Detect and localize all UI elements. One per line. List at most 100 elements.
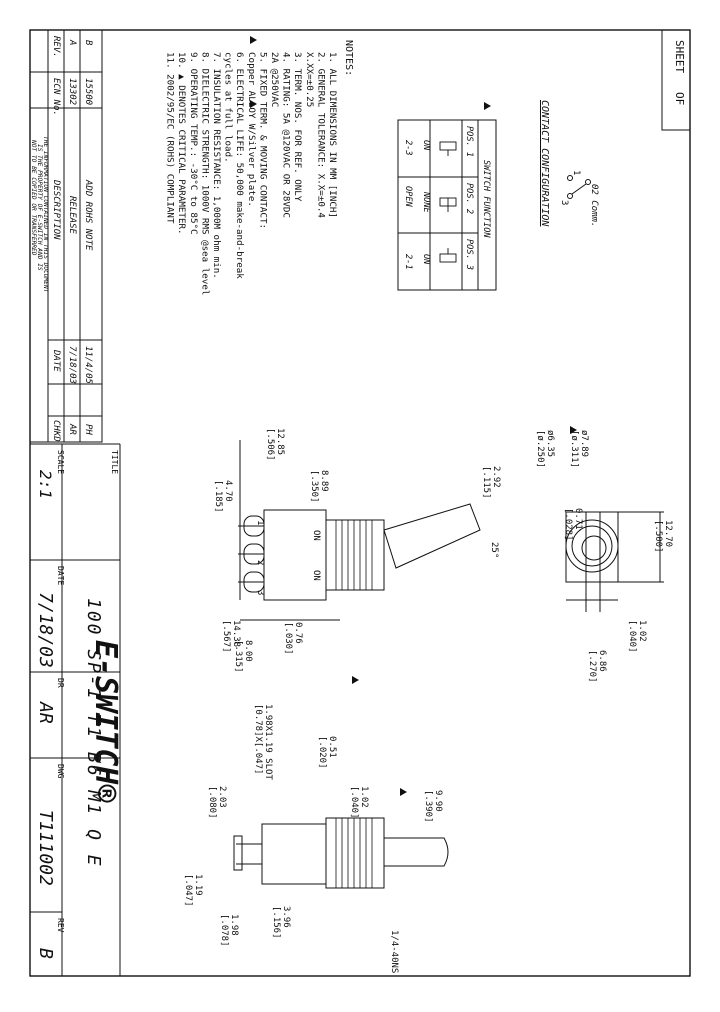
end-dimension-16: 1/4-40NS [389, 930, 399, 973]
dr-value: AR [35, 701, 56, 724]
ecn-header: ECN No. [51, 78, 61, 116]
side-dimension-3: 12.85 [275, 428, 285, 455]
pos1-state: ON [421, 140, 431, 151]
scale-value: 2:1 [36, 470, 55, 499]
end-dimension-13: [.078] [219, 914, 229, 947]
side-dimension-10: [.030] [283, 622, 293, 655]
pos3-state: ON [421, 254, 431, 265]
term-1-label: 1 [571, 170, 581, 175]
end-dimension-9: [.080] [207, 786, 217, 819]
note-line-7: 5. FIXED TERM. & MOVING CONTACT: [257, 52, 268, 229]
dwg-label: DWG [56, 764, 65, 779]
side-dimension-13: 8.00 [243, 640, 253, 662]
date-header: DATE [51, 349, 61, 372]
side-dimension-1: [.115] [481, 466, 491, 499]
front-dimension-7: [.028] [563, 508, 573, 541]
side-dimension-12: [.567] [221, 620, 231, 653]
note-line-8: Copper ALLOY W/Silver plate. [246, 52, 257, 207]
note-line-1: 1. ALL DIMENSIONS IN MM [INCH] [327, 52, 338, 218]
end-dimension-8: 2.03 [217, 786, 227, 808]
sheet-of-label: OF [673, 92, 686, 105]
scale-label: SCALE [56, 450, 65, 474]
rev-row-a-rev: A [67, 39, 77, 45]
note-line-14: 10. ▲ DENOTES CRITICAL PARAMETER. [176, 52, 187, 235]
date-label: DATE [56, 566, 65, 585]
dwg-value: T111002 [35, 810, 56, 886]
note-line-3: X.XX=±0.25 [304, 52, 315, 107]
date-value: 7/18/03 [35, 592, 56, 668]
end-dimension-4: 1.02 [359, 786, 369, 808]
side-dimension-19: 3 [255, 590, 265, 595]
note-line-9: 6. ELECTRICAL LIFE: 50,000 make-and-brea… [234, 52, 245, 279]
critical-marker-icon [250, 100, 257, 108]
svg-text:E-SWITCH®: E-SWITCH® [88, 640, 123, 803]
end-dimension-10: 1.19 [193, 874, 203, 896]
term-3-label: 3 [559, 200, 569, 205]
chkd-header: CHKD [51, 420, 61, 442]
end-dimension-3: [.020] [317, 736, 327, 769]
note-line-2: 2. GENERAL TOLERANCE: X.X=±0.4 [315, 52, 326, 218]
end-dimension-5: [.040] [349, 786, 359, 819]
pos1-terms: 2-3 [403, 140, 413, 156]
end-dimension-0: 9.90 [433, 790, 443, 812]
front-dimension-1: [.500] [653, 520, 663, 553]
side-dimension-2: 25° [489, 542, 499, 558]
title-label: TITLE [110, 450, 119, 474]
rev-row-b-desc: ADD ROHS NOTE [83, 179, 93, 251]
rev-row-a-date: 7/18/03 [67, 346, 77, 384]
rev-row-b-chkd: PH [83, 424, 93, 435]
comm-label: 02 Comm. [589, 184, 599, 227]
disclaimer-line-1: THE INFORMATION CONTAINED IN THIS DOCUME… [42, 136, 49, 294]
front-dimension-2: 1.02 [637, 620, 647, 642]
rev-row-b-rev: B [83, 40, 93, 46]
sheet-label-group: SHEET OF [673, 40, 686, 105]
sheet-border [29, 29, 691, 977]
side-dimension-14: [.315] [233, 640, 243, 673]
pos2-header: POS. 2 [464, 183, 474, 214]
end-dimension-15: [.156] [271, 906, 281, 939]
front-dimension-3: [.040] [627, 620, 637, 653]
note-line-13: 9. OPERATING TEMP.: -30°C to 85°C [188, 52, 199, 235]
rev-header: REV. [51, 36, 61, 58]
end-dimension-2: 0.51 [327, 736, 337, 758]
end-dimension-1: [.390] [423, 790, 433, 823]
side-dimension-5: 8.89 [319, 470, 329, 492]
end-dimension-11: [.047] [183, 874, 193, 907]
side-dimension-11: 14.38 [231, 620, 241, 647]
rev-row-a-ecn: 13302 [67, 78, 77, 105]
side-dimension-6: [.350] [309, 470, 319, 503]
end-dimension-7: [0.78]X[.047] [253, 704, 263, 774]
end-view-drawing [233, 817, 449, 889]
front-dimension-0: 12.70 [663, 520, 673, 547]
pos2-state: NONE [421, 191, 431, 214]
front-view-drawing [565, 511, 664, 612]
side-dimension-0: 2.92 [491, 466, 501, 488]
side-dimension-15: ON [311, 530, 321, 541]
front-dimension-6: 0.71 [573, 508, 583, 530]
disclaimer-line-3: NOT TO BE COPIED OR TRANSFERRED [30, 139, 37, 256]
rev-row-b-date: 11/4/05 [83, 346, 93, 384]
pos2-terms: OPEN [403, 186, 413, 208]
end-dimension-6: 1.98X1.19 SLOT [263, 704, 273, 780]
note-line-10: cycles at full load. [223, 52, 234, 163]
sheet-label: SHEET [673, 40, 686, 73]
contact-config-title: CONTACT CONFIGURATION [539, 100, 550, 227]
end-dimension-12: 1.98 [229, 914, 239, 936]
part-number-title: 100 SP-1 T1 B6 M1 Q E [83, 598, 104, 868]
note-line-6: 2A @250VAC [269, 52, 280, 107]
switch-function-header: SWITCH FUNCTION [481, 160, 491, 238]
side-dimension-9: 0.76 [293, 622, 303, 644]
e-switch-logo: E-SWITCH® [88, 640, 123, 803]
front-dimension-10: ø6.35 [545, 430, 555, 457]
side-dimension-4: [.506] [265, 428, 275, 461]
critical-marker-icon [250, 36, 257, 44]
pos1-header: POS. 1 [464, 126, 474, 157]
notes-title: NOTES: [343, 40, 354, 76]
front-dimension-11: [ø.250] [535, 430, 545, 468]
rev-row-b-ecn: 15500 [83, 78, 93, 105]
front-dimension-4: 6.86 [597, 650, 607, 672]
switch-function-table [397, 119, 497, 291]
note-line-5: 4. RATING: 5A @120VAC OR 28VDC [281, 52, 292, 218]
critical-marker-icon [400, 788, 407, 796]
description-header: DESCRIPTION [51, 179, 61, 240]
